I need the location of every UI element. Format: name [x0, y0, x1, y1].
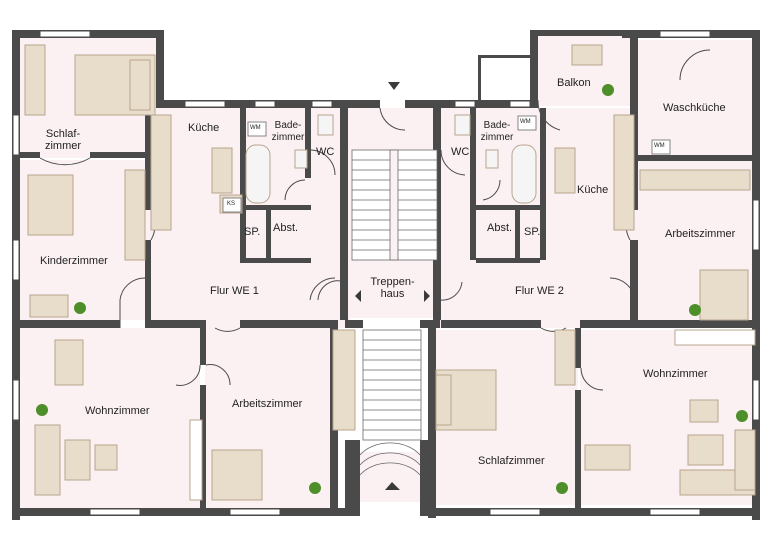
room-label-wc-left: WC: [316, 146, 335, 158]
room-label-flur-we1: Flur WE 1: [210, 285, 259, 297]
room-label-wohnzimmer-right: Wohnzimmer: [643, 368, 708, 380]
room-label-schlafzimmer-left: Schlaf- zimmer: [44, 128, 82, 152]
room-label-flur-we2: Flur WE 2: [515, 285, 564, 297]
room-label-kueche-left: Küche: [188, 122, 220, 134]
room-label-wc-right: WC: [451, 146, 470, 158]
room-label-schlafzimmer-right: Schlafzimmer: [478, 455, 545, 467]
appliance-label-wm-left: WM: [250, 125, 261, 131]
room-label-badezimmer-right: Bade- zimmer: [480, 120, 514, 143]
room-label-balkon: Balkon: [557, 77, 591, 89]
room-label-treppenhaus: Treppen- haus: [370, 276, 415, 300]
room-label-kinderzimmer: Kinderzimmer: [40, 255, 108, 267]
plants: [36, 84, 748, 494]
staircase: [351, 149, 438, 476]
room-label-badezimmer-left: Bade- zimmer: [271, 120, 305, 143]
room-label-kueche-right: Küche: [577, 184, 609, 196]
room-label-sp-left: SP.: [244, 226, 261, 238]
appliance-boxes: [222, 115, 671, 213]
appliance-label-wm-right: WM: [520, 119, 531, 125]
staircase-arrows: [355, 82, 430, 490]
room-label-arbeitszimmer-left: Arbeitszimmer: [232, 398, 303, 410]
room-label-arbeitszimmer-right: Arbeitszimmer: [665, 228, 736, 240]
furniture: [24, 44, 756, 501]
appliance-label-wm-wasch: WM: [654, 143, 665, 149]
windows: [12, 30, 760, 516]
room-label-waschkueche: Waschküche: [663, 102, 726, 114]
room-label-wohnzimmer-left: Wohnzimmer: [85, 405, 150, 417]
appliance-label-ks: KS: [227, 201, 236, 207]
room-label-sp-right: SP.: [524, 226, 541, 238]
room-label-abst-right: Abst.: [487, 222, 513, 234]
room-label-abst-left: Abst.: [273, 222, 299, 234]
